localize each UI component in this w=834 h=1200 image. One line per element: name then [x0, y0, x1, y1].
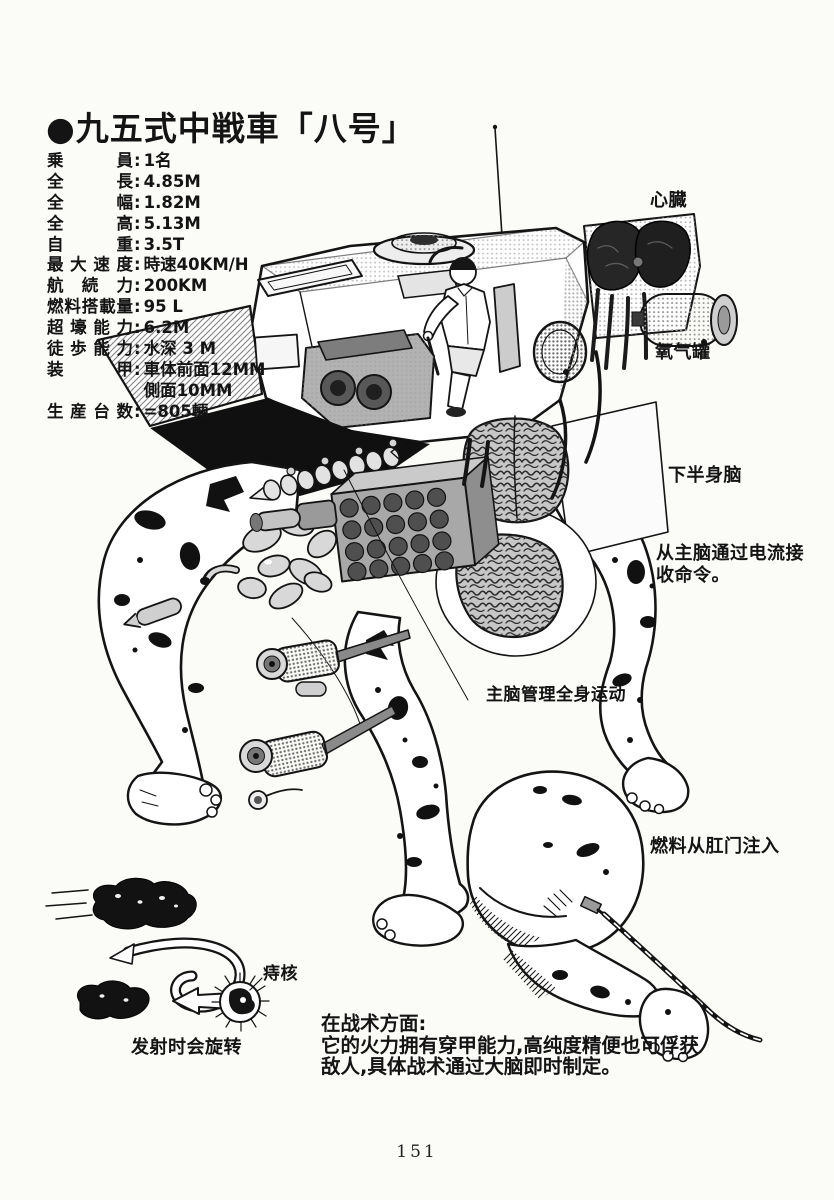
label-spin-note: 发射时会旋转 [131, 1037, 242, 1058]
oxygen-tank [631, 293, 738, 347]
feces-small [76, 980, 150, 1020]
bent-leg-foot [638, 987, 710, 1061]
spec-row: 航続力:200KM [47, 276, 208, 296]
leader-line [291, 469, 469, 725]
lower-brain [455, 533, 564, 638]
spec-list: 乗 員:1名 全 長:4.85M 全 幅:1.82M 全 高:5.13M 自 重… [47, 151, 265, 423]
hemorrhoid-core [211, 972, 270, 1032]
spec-row: 全 幅:1.82M [47, 192, 201, 212]
tactics-line1: 在战术方面: [321, 1012, 427, 1035]
left-foot [126, 771, 223, 826]
spec-row: 徒歩能力:水深 3 M [47, 339, 216, 359]
engine-block [301, 329, 435, 429]
command-note-line2: 收命令。 [656, 565, 730, 586]
spec-row: 装 甲:車体前面12MM [47, 359, 266, 379]
hull-prow [96, 304, 300, 428]
tactics-note: 在战术方面: 它的火力拥有穿甲能力,高纯度精便也可俘获 敌人,具体战术通过大脑即… [321, 1013, 699, 1078]
spec-row: 生産台数:=805輛 [47, 401, 209, 421]
launcher-scene [45, 877, 270, 1032]
injector-upper [256, 629, 411, 697]
heart-tubes [590, 288, 648, 370]
antenna [494, 127, 503, 237]
side-drum [532, 320, 588, 384]
probe-devices [123, 469, 469, 810]
label-lower-body-brain: 下半身脑 [668, 465, 742, 486]
injector-lower [239, 705, 397, 778]
cockpit [422, 246, 521, 417]
sperm-cell [248, 788, 303, 810]
left-leg-spots [114, 476, 244, 733]
bank-pipes [462, 438, 490, 488]
spec-row: 全 高:5.13M [47, 213, 201, 233]
page-number: 151 [396, 1142, 438, 1162]
heart [586, 220, 691, 291]
roll-bar [428, 246, 464, 264]
brain-assembly [435, 350, 669, 657]
pilot-figure [422, 257, 491, 417]
seat-back [493, 283, 521, 373]
label-command-note: 从主脑通过电流接 收命令。 [656, 543, 804, 587]
spec-row: 超壕能力:6.2M [47, 318, 190, 338]
spec-row: 全 長:4.85M [47, 171, 201, 191]
label-main-brain-note: 主脑管理全身运动 [486, 685, 626, 705]
label-fuel-note: 燃料从肛门注入 [650, 836, 780, 857]
cylinder-bank [249, 455, 500, 583]
feces-projectile [92, 877, 197, 930]
label-oxygen-tank: 氧气罐 [655, 342, 711, 363]
front-leg [343, 610, 470, 947]
left-hind-leg [97, 460, 302, 826]
brain-pipes [550, 350, 602, 500]
command-note-line1: 从主脑通过电流接 [656, 543, 804, 564]
spec-row: 乗 員:1名 [47, 151, 172, 170]
buttock-spots [533, 786, 609, 875]
spec-row: 最大速度:時速40KM/H [47, 255, 249, 275]
right-foot [621, 756, 690, 814]
spec-row: 自 重:3.5T [47, 234, 185, 254]
page-title: ●九五式中戦車「八号」 [46, 109, 416, 148]
suppository [123, 597, 182, 628]
open-hatch-lid [257, 259, 363, 297]
buttocks-scene [466, 770, 763, 1063]
backing-sheet [551, 401, 669, 557]
label-heart: 心臓 [650, 190, 687, 211]
label-hemorrhoid: 痔核 [263, 964, 298, 984]
front-foot [372, 893, 465, 947]
spec-row: 燃料搭載量:95 L [47, 297, 183, 317]
heart-unit [583, 213, 738, 370]
spec-row: :側面10MM [143, 380, 233, 400]
motion-lines [45, 889, 93, 920]
tactics-line3: 敌人,具体战术通过大脑即时制定。 [321, 1055, 621, 1078]
tactics-line2: 它的火力拥有穿甲能力,高纯度精便也可俘获 [321, 1033, 699, 1057]
spine [249, 438, 403, 501]
